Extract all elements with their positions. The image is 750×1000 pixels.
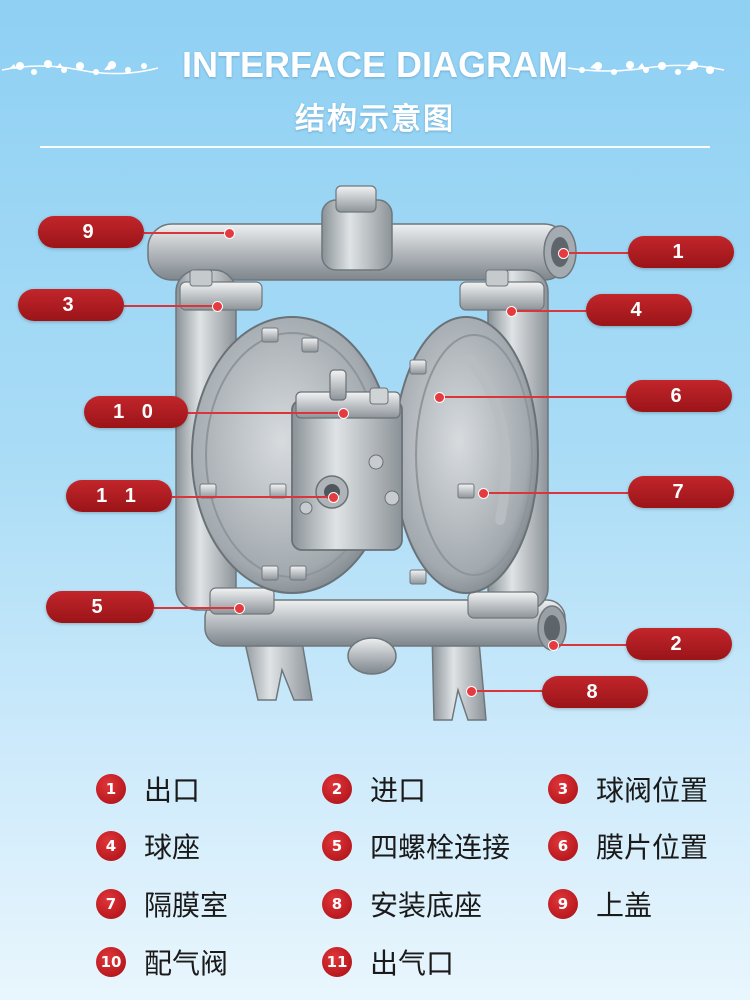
title-english: INTERFACE DIAGRAM [182, 44, 568, 85]
callout-9-dot [224, 228, 235, 239]
legend-label: 配气阀 [144, 947, 229, 980]
callout-5-dot [234, 603, 245, 614]
legend-item-11: 11 出气口 [322, 944, 454, 980]
legend-number-badge: 10 [96, 947, 126, 977]
legend-item-4: 4 球座 [96, 828, 200, 864]
callout-3-dot [212, 301, 223, 312]
callout-tag-11: 1 1 [66, 480, 172, 512]
left-floral-ornament [1, 60, 159, 75]
callout-10-leader [186, 412, 342, 414]
callout-4-dot [506, 306, 517, 317]
callout-7-dot [478, 488, 489, 499]
legend-label: 隔膜室 [144, 889, 229, 922]
legend-number-badge: 8 [322, 889, 352, 919]
legend-item-3: 3 球阀位置 [548, 771, 708, 807]
callout-tag-3: 3 [18, 289, 124, 321]
right-floral-ornament [567, 61, 725, 75]
legend-label: 球阀位置 [596, 774, 709, 807]
legend-item-2: 2 进口 [322, 771, 426, 807]
callout-1-leader [564, 252, 628, 254]
callout-2-leader [554, 644, 628, 646]
callout-6-dot [434, 392, 445, 403]
callout-tag-2: 2 [626, 628, 732, 660]
callout-8-dot [466, 686, 477, 697]
callout-2-dot [548, 640, 559, 651]
callout-10-dot [338, 408, 349, 419]
legend-item-10: 10 配气阀 [96, 944, 228, 980]
title-divider [40, 146, 710, 148]
legend-item-9: 9 上盖 [548, 886, 652, 922]
legend-item-5: 5 四螺栓连接 [322, 828, 510, 864]
callout-7-leader [484, 492, 628, 494]
legend-number-badge: 11 [322, 947, 352, 977]
callout-tag-4: 4 [586, 294, 692, 326]
callout-11-leader [172, 496, 332, 498]
legend-label: 进口 [370, 774, 427, 807]
legend-number-badge: 1 [96, 774, 126, 804]
callout-5-leader [154, 607, 238, 609]
callout-tag-1: 1 [628, 236, 734, 268]
legend-number-badge: 2 [322, 774, 352, 804]
callout-1-dot [558, 248, 569, 259]
legend-number-badge: 7 [96, 889, 126, 919]
legend-label: 球座 [144, 831, 201, 864]
callout-11-dot [328, 492, 339, 503]
legend-label: 膜片位置 [596, 831, 709, 864]
callout-3-leader [124, 305, 216, 307]
legend-label: 出口 [144, 774, 201, 807]
callout-9-leader [144, 232, 228, 234]
legend-item-7: 7 隔膜室 [96, 886, 228, 922]
legend-label: 安装底座 [370, 889, 483, 922]
callout-tag-10: 1 0 [84, 396, 188, 428]
callout-tag-8: 8 [542, 676, 648, 708]
callout-tag-9: 9 [38, 216, 144, 248]
legend-item-6: 6 膜片位置 [548, 828, 708, 864]
legend-label: 出气口 [370, 947, 455, 980]
legend-number-badge: 9 [548, 889, 578, 919]
callout-tag-5: 5 [46, 591, 154, 623]
legend-number-badge: 3 [548, 774, 578, 804]
callout-6-leader [440, 396, 626, 398]
legend-item-1: 1 出口 [96, 771, 200, 807]
legend-number-badge: 6 [548, 831, 578, 861]
callout-4-leader [512, 310, 586, 312]
diaphragm-pump-illustration [147, 185, 577, 721]
callout-8-leader [472, 690, 544, 692]
legend-number-badge: 4 [96, 831, 126, 861]
legend-number-badge: 5 [322, 831, 352, 861]
callout-tag-6: 6 [626, 380, 732, 412]
legend-item-8: 8 安装底座 [322, 886, 482, 922]
legend-label: 四螺栓连接 [370, 831, 511, 864]
legend-label: 上盖 [596, 889, 653, 922]
callout-tag-7: 7 [628, 476, 734, 508]
title-chinese: 结构示意图 [295, 103, 455, 136]
